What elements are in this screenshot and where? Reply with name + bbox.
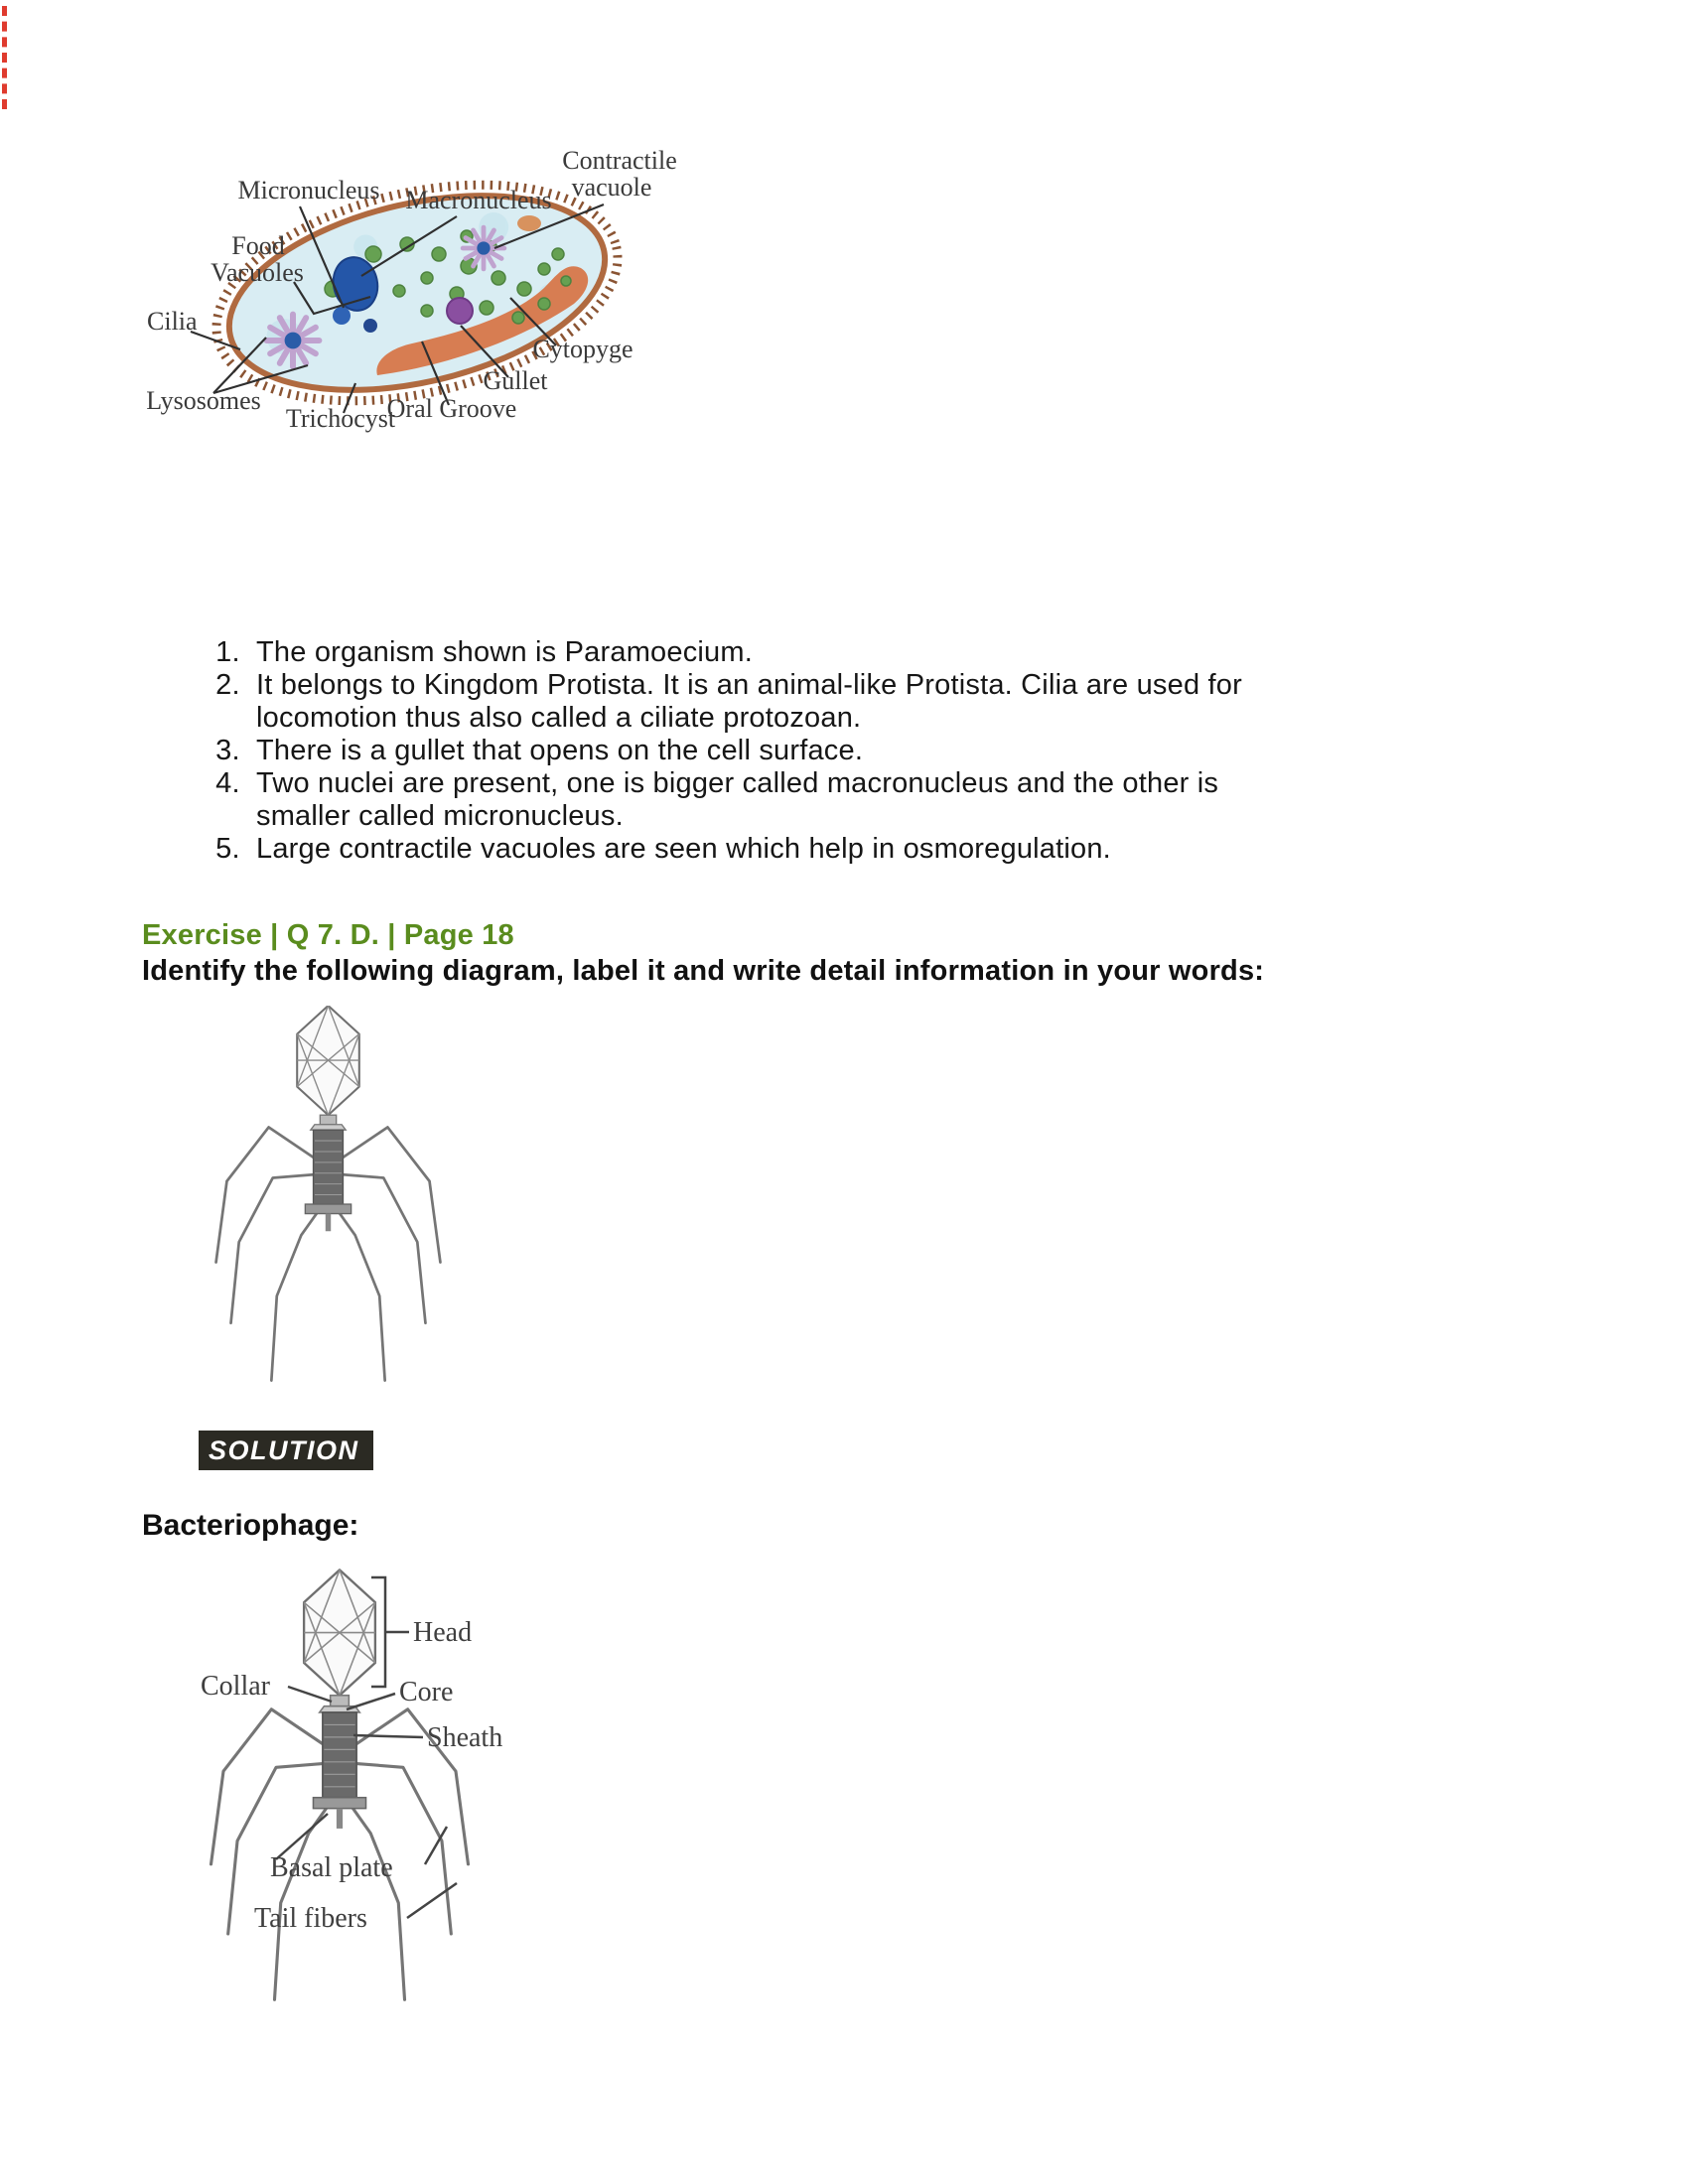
label-basal-plate: Basal plate bbox=[270, 1852, 393, 1883]
label-head: Head bbox=[413, 1617, 472, 1648]
label-cilia: Cilia bbox=[147, 307, 198, 336]
solution-badge-label: SOLUTION bbox=[209, 1434, 359, 1465]
list-item: The organism shown is Paramoecium. bbox=[248, 636, 1455, 669]
food-vacuoles-group bbox=[324, 229, 572, 325]
orange-vesicle bbox=[517, 215, 541, 231]
label-food-vacuoles: Food bbox=[231, 231, 284, 260]
label-micronucleus: Micronucleus bbox=[238, 176, 380, 205]
list-item-text: The organism shown is Paramoecium. bbox=[256, 636, 753, 668]
label-gullet: Gullet bbox=[484, 366, 549, 395]
solution-badge: SOLUTION bbox=[199, 1431, 373, 1470]
list-item-text: locomotion thus also called a ciliate pr… bbox=[256, 702, 862, 734]
bacteriophage-diagram-unlabeled bbox=[214, 1006, 442, 1382]
list-item-text: Large contractile vacuoles are seen whic… bbox=[256, 833, 1111, 865]
label-oral-groove: Oral Groove bbox=[387, 394, 517, 423]
answer-list: The organism shown is Paramoecium. It be… bbox=[151, 636, 1455, 866]
small-vesicle bbox=[363, 319, 377, 333]
label-tail-fibers: Tail fibers bbox=[254, 1903, 367, 1934]
paramecium-diagram: Contractile vacuole Micronucleus Macronu… bbox=[146, 146, 677, 433]
list-item-text: It belongs to Kingdom Protista. It is an… bbox=[256, 669, 1242, 701]
bacteriophage-diagram-labeled: Head Collar Core Sheath Basal plate Tail… bbox=[201, 1568, 502, 2001]
list-item: Large contractile vacuoles are seen whic… bbox=[248, 833, 1455, 866]
list-item: There is a gullet that opens on the cell… bbox=[248, 735, 1455, 767]
label-food-vacuoles-2: Vacuoles bbox=[211, 258, 304, 287]
label-contractile-vacuole: Contractile bbox=[562, 146, 677, 175]
micronucleus-shape bbox=[333, 307, 351, 325]
exercise-breadcrumb-heading[interactable]: Exercise | Q 7. D. | Page 18 bbox=[142, 919, 514, 951]
leader-lines bbox=[190, 203, 605, 414]
label-core: Core bbox=[399, 1677, 453, 1707]
label-trichocyst: Trichocyst bbox=[286, 404, 396, 433]
list-item: Two nuclei are present, one is bigger ca… bbox=[248, 767, 1455, 833]
label-collar: Collar bbox=[201, 1671, 271, 1702]
page-edge-marks bbox=[2, 6, 7, 109]
question-text: Identify the following diagram, label it… bbox=[142, 955, 1265, 987]
list-item: It belongs to Kingdom Protista. It is an… bbox=[248, 669, 1455, 735]
list-item-text: There is a gullet that opens on the cell… bbox=[256, 735, 864, 766]
label-contractile-vacuole-2: vacuole bbox=[572, 173, 652, 202]
phage-leader-lines bbox=[275, 1575, 458, 1920]
label-sheath: Sheath bbox=[427, 1722, 502, 1753]
label-macronucleus: Macronucleus bbox=[405, 186, 551, 214]
list-item-text: Two nuclei are present, one is bigger ca… bbox=[256, 767, 1219, 799]
list-item-text: smaller called micronucleus. bbox=[256, 800, 624, 832]
bacteriophage-heading: Bacteriophage: bbox=[142, 1509, 359, 1542]
cytopyge-vesicle bbox=[446, 297, 474, 325]
label-cytopyge: Cytopyge bbox=[532, 335, 633, 363]
gullet-shape bbox=[376, 266, 589, 375]
label-lysosomes: Lysosomes bbox=[146, 386, 261, 415]
